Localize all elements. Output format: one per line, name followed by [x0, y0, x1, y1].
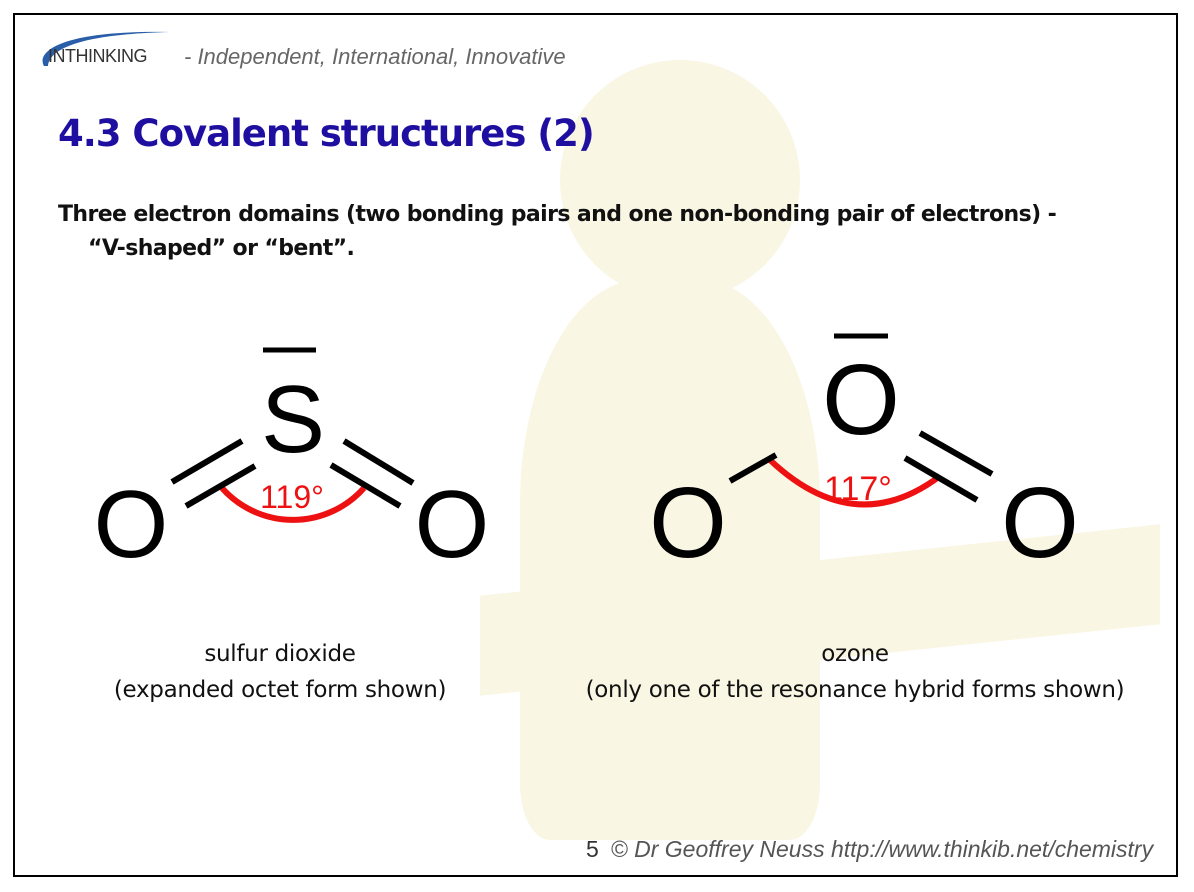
copyright: © Dr Geoffrey Neuss http://www.thinkib.n…	[610, 836, 1154, 862]
atom-s: S	[261, 366, 325, 473]
bond	[342, 438, 415, 486]
tagline: - Independent, International, Innovative	[184, 44, 566, 69]
watermark-shape	[520, 280, 820, 840]
angle-arc	[767, 457, 942, 508]
logo-text: INTHINKING	[48, 46, 148, 66]
bond	[728, 452, 778, 484]
sulfur-dioxide-structure: S O O 119°	[94, 347, 490, 578]
bond	[170, 438, 244, 485]
bond	[918, 430, 994, 477]
intro-line-2: “V-shaped” or “bent”.	[88, 236, 355, 261]
angle-label: 119°	[260, 479, 324, 515]
intro-text: Three electron domains (two bonding pair…	[58, 198, 1057, 266]
page-title: 4.3 Covalent structures (2)	[58, 112, 595, 155]
caption-sulfur-dioxide: sulfur dioxide (expanded octet form show…	[80, 636, 480, 708]
footer: 5 © Dr Geoffrey Neuss http://www.thinkib.…	[586, 836, 1153, 863]
molecule-note: (expanded octet form shown)	[113, 677, 447, 703]
molecule-name: ozone	[821, 641, 889, 667]
atom-o-right: O	[1001, 467, 1079, 579]
atom-o-left: O	[94, 471, 169, 578]
ozone-structure: O O O 117°	[649, 333, 1079, 579]
page-number: 5	[586, 836, 599, 862]
inthinking-logo	[42, 31, 170, 66]
bond	[903, 455, 979, 503]
molecule-note: (only one of the resonance hybrid forms …	[585, 677, 1125, 703]
caption-ozone: ozone (only one of the resonance hybrid …	[540, 636, 1170, 708]
angle-label: 117°	[824, 470, 892, 508]
atom-o-left: O	[649, 467, 727, 579]
watermark-shape	[560, 60, 800, 300]
molecule-name: sulfur dioxide	[204, 641, 356, 667]
slide-frame	[13, 13, 1178, 877]
intro-line-1: Three electron domains (two bonding pair…	[58, 202, 1057, 227]
atom-o-right: O	[415, 471, 490, 578]
bond	[184, 463, 257, 509]
angle-arc	[219, 486, 367, 523]
bond	[329, 462, 402, 509]
atom-o-center: O	[822, 344, 900, 456]
